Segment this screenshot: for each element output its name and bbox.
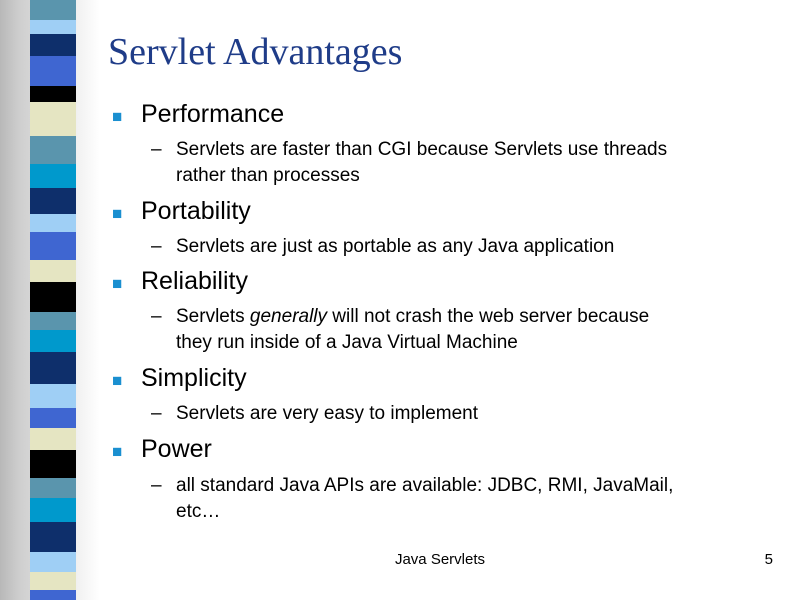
dash-icon: – — [151, 306, 162, 327]
square-bullet-icon: ■ — [112, 442, 123, 461]
dash-icon: – — [151, 236, 162, 257]
slide-title: Servlet Advantages — [108, 31, 403, 73]
strip-segment — [30, 282, 76, 312]
sub-bullet-text: all standard Java APIs are available: JD… — [176, 475, 674, 496]
strip-segment — [30, 86, 76, 102]
square-bullet-icon: ■ — [112, 371, 123, 390]
color-strip — [30, 0, 76, 600]
strip-segment — [30, 522, 76, 552]
sub-bullet-portability: Servlets are just as portable as any Jav… — [176, 234, 776, 260]
dash-icon: – — [151, 139, 162, 160]
sub-bullet-text: will not crash the web server because — [327, 306, 650, 327]
footer-text: Java Servlets — [394, 551, 486, 568]
bullet-heading-reliability: Reliability — [141, 267, 248, 295]
strip-segment — [30, 136, 76, 164]
sub-bullet-performance: Servlets are faster than CGI because Ser… — [176, 137, 776, 189]
strip-segment — [30, 260, 76, 282]
emphasis-text: generally — [249, 306, 328, 327]
sub-bullet-power: all standard Java APIs are available: JD… — [176, 473, 776, 525]
strip-segment — [30, 164, 76, 188]
sub-bullet-text: Servlets — [176, 306, 250, 327]
decorative-border — [0, 0, 100, 600]
strip-segment — [30, 312, 76, 330]
dash-icon: – — [151, 475, 162, 496]
strip-segment — [30, 20, 76, 34]
bullet-heading-performance: Performance — [141, 100, 285, 128]
sub-bullet-text: Servlets are just as portable as any Jav… — [176, 236, 615, 257]
strip-segment — [30, 408, 76, 428]
strip-segment — [30, 552, 76, 572]
sub-bullet-text: Servlets are faster than CGI because Ser… — [176, 139, 668, 160]
sub-bullet-text: etc… — [176, 501, 221, 522]
page-number: 5 — [764, 551, 773, 568]
strip-segment — [30, 498, 76, 522]
strip-segment — [30, 428, 76, 450]
strip-segment — [30, 330, 76, 352]
sub-bullet-reliability: Servlets generally will not crash the we… — [176, 304, 776, 356]
strip-segment — [30, 384, 76, 408]
bullet-heading-simplicity: Simplicity — [141, 364, 247, 392]
strip-segment — [30, 0, 76, 20]
strip-segment — [30, 352, 76, 384]
sub-bullet-text: they run inside of a Java Virtual Machin… — [176, 332, 518, 353]
square-bullet-icon: ■ — [112, 204, 123, 223]
strip-segment — [30, 188, 76, 214]
sub-bullet-text: Servlets are very easy to implement — [176, 403, 479, 424]
bullet-heading-power: Power — [141, 435, 212, 463]
dash-icon: – — [151, 403, 162, 424]
strip-segment — [30, 56, 76, 86]
strip-segment — [30, 572, 76, 590]
sub-bullet-text: rather than processes — [176, 165, 360, 186]
strip-segment — [30, 450, 76, 478]
strip-segment — [30, 34, 76, 56]
strip-segment — [30, 102, 76, 136]
square-bullet-icon: ■ — [112, 274, 123, 293]
bullet-heading-portability: Portability — [141, 197, 251, 225]
strip-segment — [30, 232, 76, 260]
square-bullet-icon: ■ — [112, 107, 123, 126]
sub-bullet-simplicity: Servlets are very easy to implement — [176, 401, 776, 427]
strip-segment — [30, 214, 76, 232]
strip-segment — [30, 590, 76, 600]
strip-segment — [30, 478, 76, 498]
